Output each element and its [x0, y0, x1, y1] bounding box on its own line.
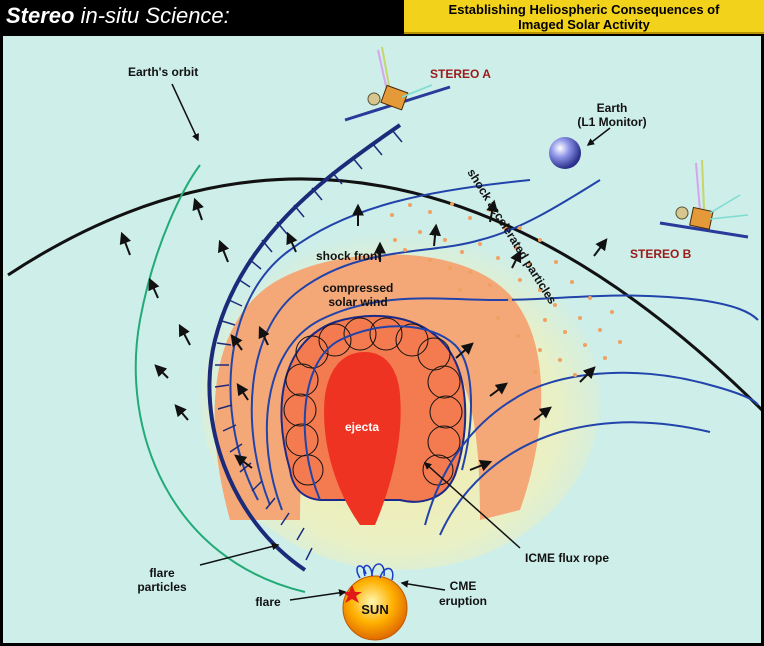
label-flare: flare: [255, 595, 281, 609]
propagation-arrows: [119, 197, 608, 472]
label-earths-orbit: Earth's orbit: [128, 65, 198, 79]
earth-globe-icon: [549, 137, 581, 169]
diagram-canvas: Earth's orbit STEREO A Earth (L1 Monitor…: [7, 46, 761, 641]
label-ejecta: ejecta: [345, 420, 379, 434]
label-icme-flux-rope: ICME flux rope: [525, 551, 609, 565]
label-l1-monitor: (L1 Monitor): [577, 115, 646, 129]
label-flare-particles-1: flare: [149, 566, 175, 580]
title-rest: in-situ Science:: [74, 3, 230, 28]
label-compressed: compressed: [323, 281, 394, 295]
label-earth: Earth: [597, 101, 628, 115]
earths-orbit-arc: [7, 177, 761, 412]
label-flare-particles-2: particles: [137, 580, 187, 594]
shock-front-barbs: [214, 129, 403, 561]
label-eruption: eruption: [439, 594, 487, 608]
subtitle-line-2: Imaged Solar Activity: [518, 17, 650, 32]
label-stereo-b: STEREO B: [630, 247, 692, 261]
ejecta-region: [324, 352, 401, 525]
title-bar: Stereo in-situ Science:: [0, 0, 404, 34]
subtitle-line-1: Establishing Heliospheric Consequences o…: [448, 2, 720, 17]
shock-accelerated-particles: [390, 202, 622, 377]
cme-eruption-loops: [356, 563, 394, 581]
label-solar-wind: solar wind: [328, 295, 387, 309]
diagram-panel: Earth's orbit STEREO A Earth (L1 Monitor…: [3, 36, 761, 643]
pointer-lines: [171, 83, 611, 601]
magnetic-field-lines: [229, 179, 759, 536]
label-sun: SUN: [361, 602, 388, 617]
page-title: Stereo in-situ Science:: [6, 3, 230, 29]
spacecraft-icon: [344, 46, 451, 122]
spacecraft-icon: [659, 159, 749, 239]
label-stereo-a: STEREO A: [430, 67, 491, 81]
title-bold: Stereo: [6, 3, 75, 28]
subtitle-bar: Establishing Heliospheric Consequences o…: [404, 0, 764, 34]
label-cme: CME: [450, 579, 477, 593]
flare-star-icon: [342, 585, 362, 603]
shock-front-line: [207, 123, 402, 572]
flux-rope-loops: [283, 317, 463, 486]
label-shock-front: shock front: [316, 249, 381, 263]
flare-particle-path: [134, 164, 306, 593]
